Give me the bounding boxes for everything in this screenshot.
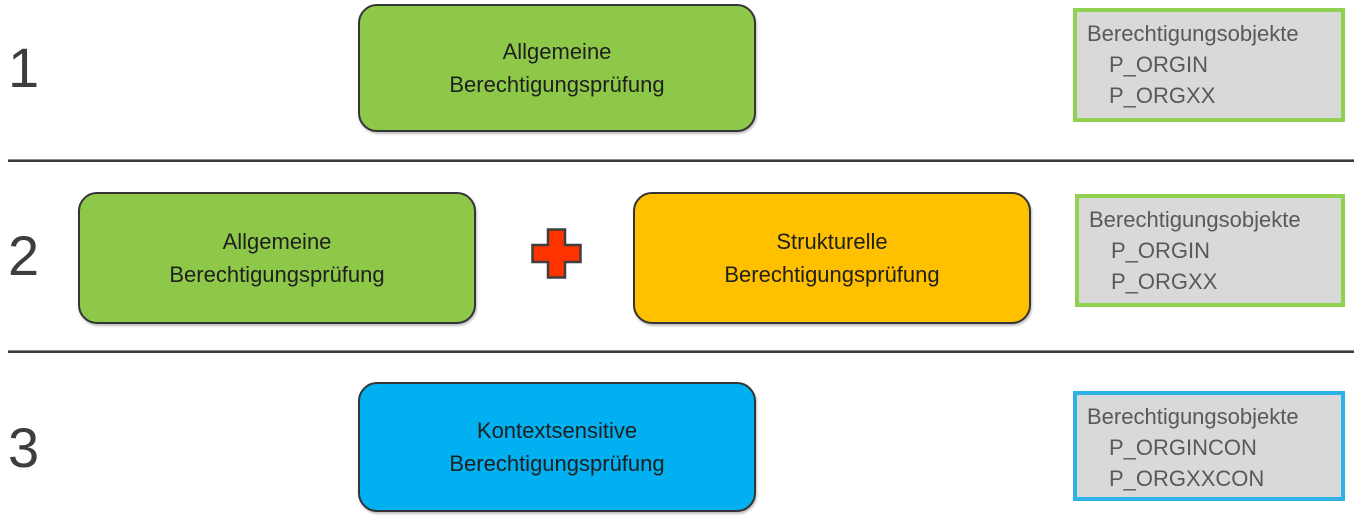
box-strukturelle-pruefung: Strukturelle Berechtigungsprüfung: [633, 192, 1031, 324]
row-1-number: 1: [8, 36, 40, 99]
panel-item: P_ORGXX: [1111, 269, 1218, 294]
box-kontextsensitive-pruefung: Kontextsensitive Berechtigungsprüfung: [358, 382, 756, 512]
panel-title: Berechtigungsobjekte: [1089, 207, 1301, 232]
box-allgemeine-pruefung-row2: Allgemeine Berechtigungsprüfung: [78, 192, 476, 324]
box-label-line: Kontextsensitive: [476, 418, 638, 443]
panel-title: Berechtigungsobjekte: [1087, 21, 1299, 46]
panel-item: P_ORGIN: [1109, 52, 1209, 77]
panel-title: Berechtigungsobjekte: [1087, 404, 1299, 429]
row-3-number: 3: [8, 416, 40, 479]
objects-panel-row2: Berechtigungsobjekte P_ORGIN P_ORGXX: [1075, 194, 1345, 307]
box-label-line: Allgemeine: [502, 39, 612, 64]
panel-item: P_ORGINCON: [1109, 435, 1257, 460]
row-divider: [8, 350, 1354, 353]
panel-item: P_ORGXX: [1109, 83, 1216, 108]
objects-panel-row1: Berechtigungsobjekte P_ORGIN P_ORGXX: [1073, 8, 1345, 122]
plus-icon: [529, 226, 584, 281]
box-label-line: Allgemeine: [222, 229, 332, 254]
box-label-line: Berechtigungsprüfung: [449, 451, 665, 476]
panel-item: P_ORGXXCON: [1109, 466, 1265, 491]
objects-panel-row3: Berechtigungsobjekte P_ORGINCON P_ORGXXC…: [1073, 391, 1345, 501]
box-label-line: Berechtigungsprüfung: [449, 72, 665, 97]
box-label-line: Berechtigungsprüfung: [169, 262, 385, 287]
box-label-line: Strukturelle: [776, 229, 888, 254]
panel-item: P_ORGIN: [1111, 238, 1211, 263]
box-allgemeine-pruefung-row1: Allgemeine Berechtigungsprüfung: [358, 4, 756, 132]
row-divider: [8, 159, 1354, 162]
row-2-number: 2: [8, 224, 40, 287]
box-label-line: Berechtigungsprüfung: [724, 262, 940, 287]
